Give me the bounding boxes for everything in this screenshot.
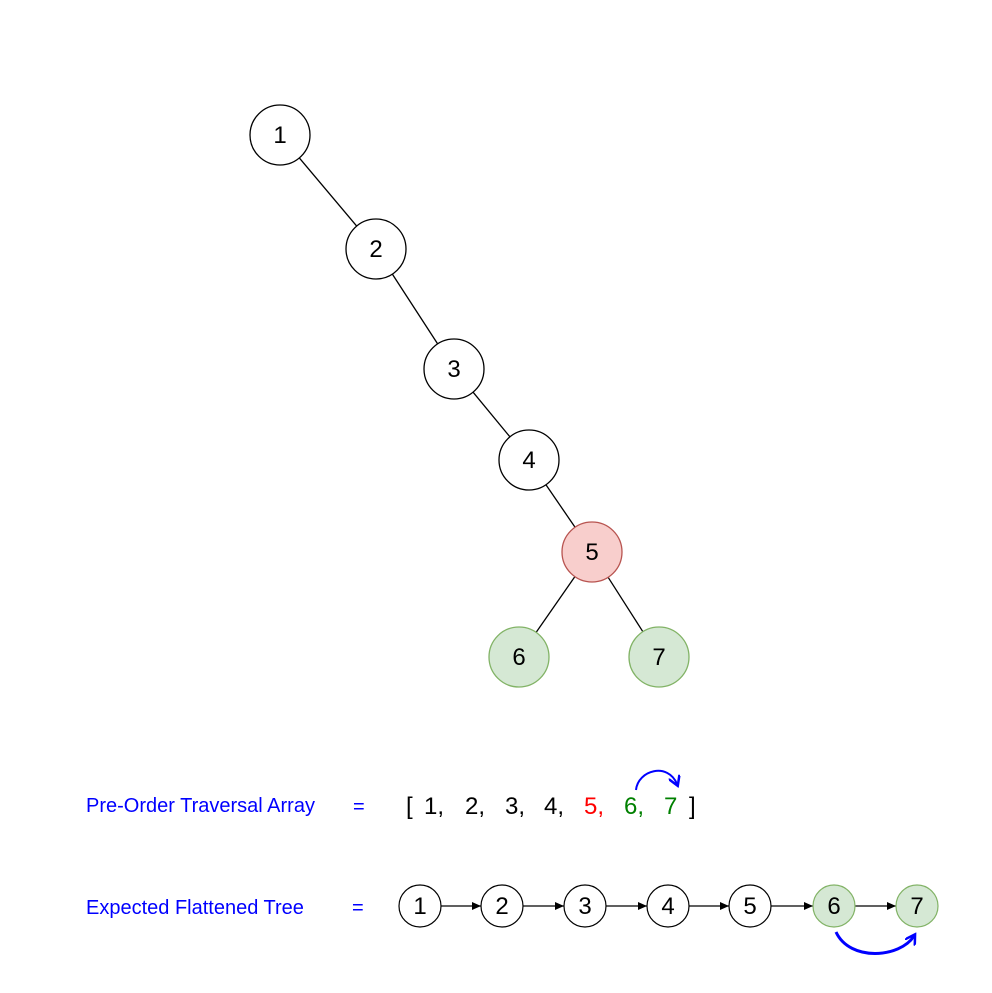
flattened-node-label: 3 [578,893,591,920]
flattened-node-3: 3 [563,884,607,928]
tree-node-label: 7 [652,644,665,671]
tree-node-circle [488,626,550,688]
tree-edge-n3-n4 [472,391,511,438]
tree-nodes: 1 2 3 4 5 6 7 [249,104,690,688]
flattened-curved-arrow-icon [834,931,914,955]
flattened-nodes: 1 2 3 4 5 6 7 [398,884,939,928]
tree-node-circle [561,521,623,583]
flattened-node-6: 6 [812,884,856,928]
flattened-node-circle [812,884,856,928]
flattened-node-circle [398,884,442,928]
preorder-items: 1, 2, 3, 4, 5, 6, 7 [424,793,677,820]
flattened-node-circle [895,884,939,928]
tree-node-6: 6 [488,626,550,688]
flattened-node-circle [480,884,524,928]
tree-edge-n1-n2 [298,157,358,227]
tree-edge-n5-n7 [607,576,644,633]
tree-node-5: 5 [561,521,623,583]
flattened-node-circle [563,884,607,928]
tree-node-7: 7 [628,626,690,688]
tree-node-label: 6 [512,644,525,671]
flattened-node-4: 4 [646,884,690,928]
flattened-equals-sign: = [352,897,364,919]
preorder-row: Pre-Order Traversal Array = [ 1, 2, 3, 4, 5,… [86,769,696,820]
flattened-node-label: 4 [661,893,674,920]
tree-edges [298,157,644,633]
tree-edge-n2-n3 [391,273,439,345]
preorder-equals-sign: = [353,796,365,818]
tree-node-label: 4 [522,447,535,474]
flattened-node-label: 2 [495,893,508,920]
preorder-item-2: 2, [465,793,485,820]
tree-node-circle [498,429,560,491]
flattened-node-label: 6 [827,893,840,920]
tree-node-circle [345,218,407,280]
tree-node-4: 4 [498,429,560,491]
flattened-row: Expected Flattened Tree = 1 2 3 4 5 6 7 [86,884,939,955]
flattened-node-label: 5 [743,893,756,920]
tree-edge-n5-n6 [535,576,576,633]
open-bracket: [ [406,793,413,820]
flattened-node-2: 2 [480,884,524,928]
flattened-node-circle [728,884,772,928]
flattened-node-5: 5 [728,884,772,928]
flattened-label: Expected Flattened Tree [86,897,304,919]
tree-node-circle [628,626,690,688]
flattened-node-label: 7 [910,893,923,920]
preorder-item-6: 6, [624,793,644,820]
preorder-item-5: 5, [584,793,604,820]
preorder-curved-arrow-icon [635,769,677,791]
tree-node-label: 1 [273,122,286,149]
tree-node-label: 3 [447,356,460,383]
preorder-item-4: 4, [544,793,564,820]
preorder-label: Pre-Order Traversal Array [86,795,315,817]
tree-node-3: 3 [423,338,485,400]
preorder-item-1: 1, [424,793,444,820]
tree-node-label: 5 [585,539,598,566]
tree-node-circle [423,338,485,400]
flattened-node-1: 1 [398,884,442,928]
preorder-item-3: 3, [505,793,525,820]
preorder-item-7: 7 [664,793,677,820]
tree-node-circle [249,104,311,166]
tree-node-2: 2 [345,218,407,280]
tree-node-label: 2 [369,236,382,263]
flattened-node-7: 7 [895,884,939,928]
flattened-node-circle [646,884,690,928]
tree-node-1: 1 [249,104,311,166]
flattened-node-label: 1 [413,893,426,920]
close-bracket: ] [689,793,696,820]
tree-edge-n4-n5 [545,484,576,528]
